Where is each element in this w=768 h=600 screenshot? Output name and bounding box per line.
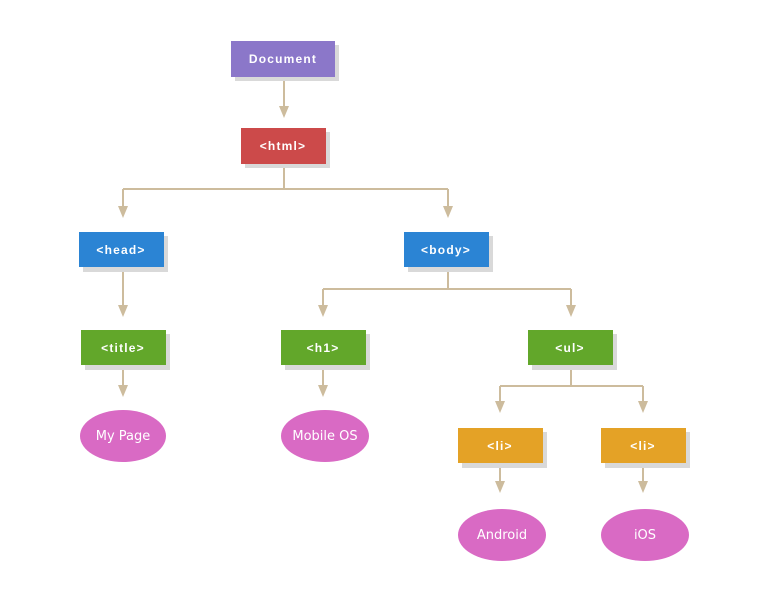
text-node-mobile-os-label: Mobile OS [292,429,357,444]
arrow-html-icon [279,106,289,118]
arrow-ul-icon [566,305,576,317]
text-node-my-page: My Page [80,410,166,462]
text-node-mobile-os-shape [281,410,369,462]
node-body-box [404,232,489,267]
connectors [118,77,648,493]
node-head: <head> [79,232,168,272]
arrow-h1-icon [318,305,328,317]
arrow-li-1-icon [495,401,505,413]
text-node-android-shape [458,509,546,561]
node-li-2-label: <li> [630,439,655,453]
text-node-my-page-label: My Page [96,429,151,444]
text-node-mobile-os: Mobile OS [281,410,369,462]
connector-html-head-body [122,164,449,213]
node-ul-label: <ul> [555,341,584,355]
node-head-label: <head> [96,243,145,257]
node-html: <html> [241,128,330,168]
node-h1: <h1> [281,330,370,370]
arrow-mypage-icon [118,385,128,397]
node-h1-label: <h1> [307,341,340,355]
text-node-my-page-shape [80,410,166,462]
node-document-label: Document [249,52,317,66]
text-node-ios-shape [601,509,689,561]
node-document: Document [231,41,339,81]
node-li-1-box [458,428,543,463]
node-ul: <ul> [528,330,617,370]
text-node-ios-label: iOS [634,528,656,543]
node-body: <body> [404,232,493,272]
node-li-2: <li> [601,428,690,468]
text-node-android: Android [458,509,546,561]
node-html-label: <html> [260,139,307,153]
text-node-ios: iOS [601,509,689,561]
arrow-li-2-icon [638,401,648,413]
node-title: <title> [81,330,170,370]
node-title-label: <title> [101,341,145,355]
node-li-1: <li> [458,428,547,468]
connector-body-h1-ul [322,267,572,312]
arrow-ios-icon [638,481,648,493]
node-document-box [231,41,335,77]
arrow-head-icon [118,206,128,218]
arrow-android-icon [495,481,505,493]
connector-ul-li [499,365,644,408]
node-body-label: <body> [421,243,471,257]
node-title-box [81,330,166,365]
node-html-box [241,128,326,164]
node-li-1-label: <li> [487,439,512,453]
node-li-2-box [601,428,686,463]
arrow-mobileos-icon [318,385,328,397]
arrow-title-icon [118,305,128,317]
arrow-body-icon [443,206,453,218]
node-h1-box [281,330,366,365]
node-ul-box [528,330,613,365]
text-node-android-label: Android [477,528,527,543]
node-head-box [79,232,164,267]
